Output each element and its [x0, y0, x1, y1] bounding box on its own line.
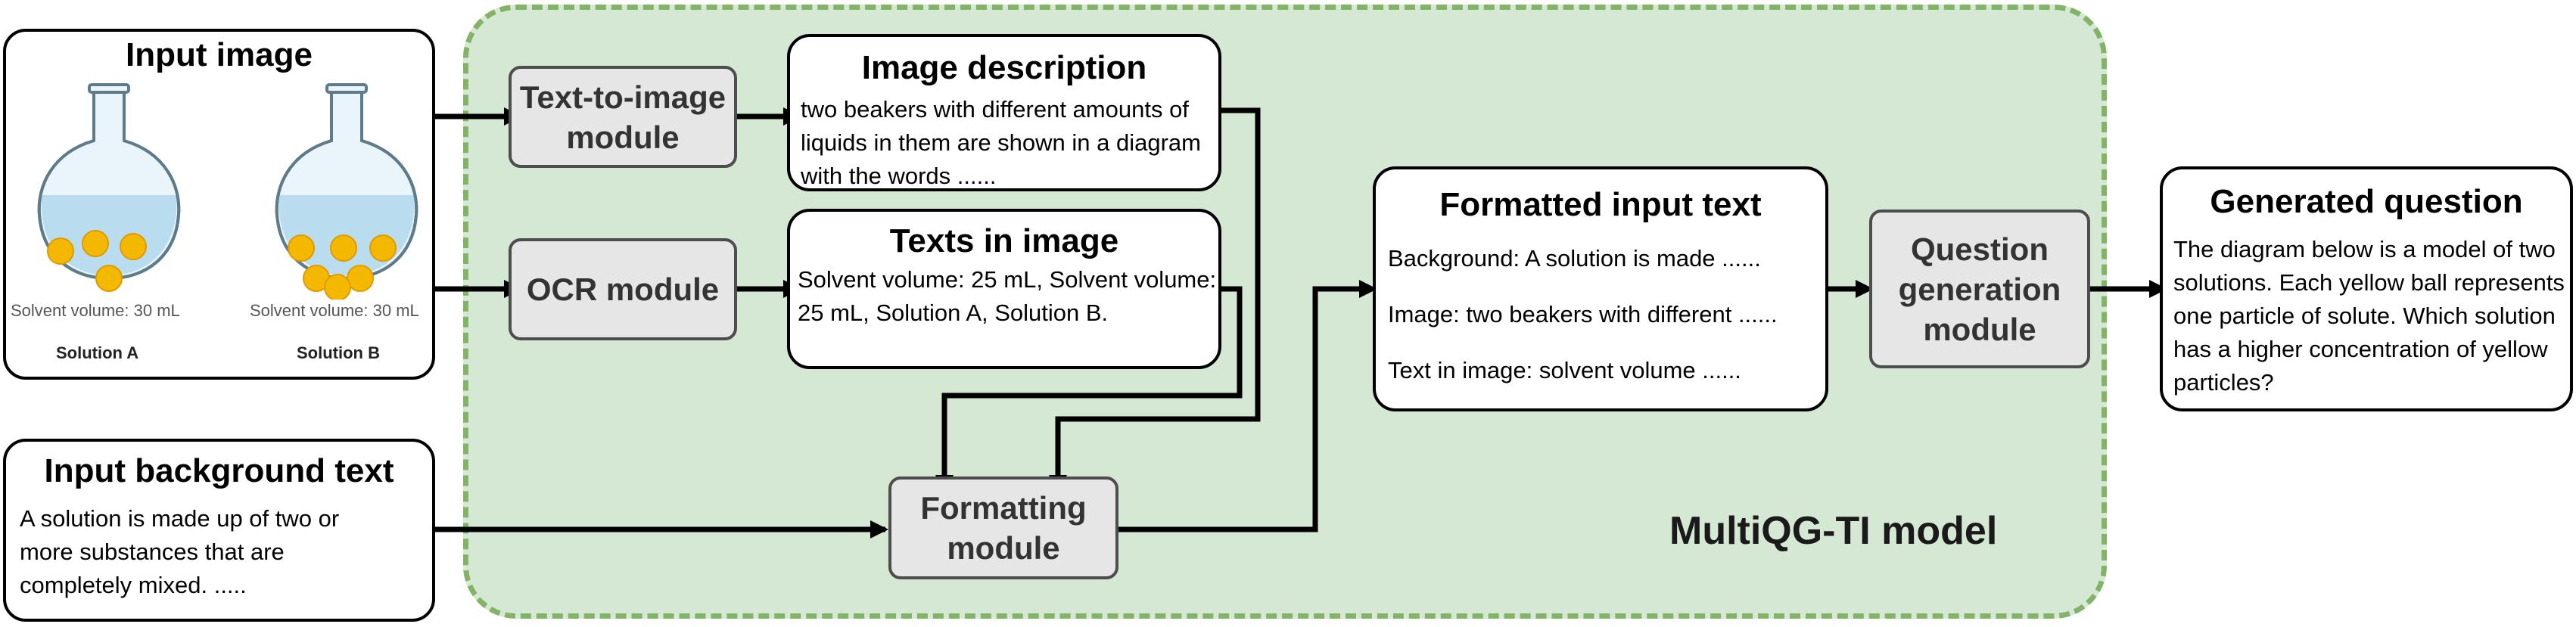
arrow-description-to-formatting — [1055, 107, 1261, 475]
formatted-input-box: Formatted input text Background: A solut… — [1373, 166, 1828, 411]
texts-in-image-text: Solvent volume: 25 mL, Solvent volume: 2… — [798, 266, 1217, 326]
particle — [120, 233, 147, 260]
flask-a-caption: Solvent volume: 30 mL — [11, 301, 180, 320]
particle — [330, 234, 357, 262]
formatted-input-title: Formatted input text — [1439, 186, 1762, 223]
model-label: MultiQG-TI model — [1669, 509, 1998, 553]
input-background-box: Input background text A solution is made… — [3, 439, 435, 622]
flask-a-label: Solution A — [56, 343, 139, 362]
particle — [324, 274, 351, 300]
particle — [288, 234, 315, 262]
particle — [47, 237, 74, 265]
model-region — [463, 5, 2107, 619]
flask-b-illustration — [275, 83, 418, 300]
generated-question-text: The diagram below is a model of two solu… — [2173, 236, 2565, 396]
formatting-module: Formatting module — [888, 476, 1118, 579]
text-to-image-module: Text-to-image module — [509, 66, 737, 168]
particle — [369, 234, 397, 262]
flask-b-label: Solution B — [297, 343, 380, 362]
generated-question-title: Generated question — [2210, 183, 2523, 220]
generated-question-box: Generated question The diagram below is … — [2160, 166, 2573, 411]
particle — [347, 265, 374, 292]
particle — [82, 230, 109, 257]
input-background-title: Input background text — [44, 452, 394, 489]
input-image-title: Input image — [126, 36, 313, 73]
particle — [95, 265, 123, 292]
ocr-module: OCR module — [509, 238, 737, 340]
image-description-text: two beakers with different amounts of li… — [801, 96, 1201, 189]
input-image-box: Input image — [3, 29, 435, 380]
arrow-texts-to-formatting — [941, 286, 1243, 475]
flask-a-illustration — [37, 83, 181, 292]
image-description-title: Image description — [861, 49, 1147, 86]
texts-in-image-box: Texts in image Solvent volume: 25 mL, So… — [787, 209, 1221, 369]
flask-b-caption: Solvent volume: 30 mL — [250, 301, 419, 320]
texts-in-image-title: Texts in image — [889, 222, 1119, 259]
input-background-text: A solution is made up of two or more sub… — [20, 505, 340, 598]
formatted-input-line2: Image: two beakers with different ...... — [1388, 301, 1778, 327]
question-generation-module: Question generation module — [1869, 210, 2090, 368]
formatted-input-line3: Text in image: solvent volume ...... — [1388, 357, 1741, 383]
formatted-input-line1: Background: A solution is made ...... — [1388, 245, 1761, 272]
arrow-formatting-to-formatted — [1117, 286, 1370, 532]
image-description-box: Image description two beakers with diffe… — [787, 34, 1221, 191]
